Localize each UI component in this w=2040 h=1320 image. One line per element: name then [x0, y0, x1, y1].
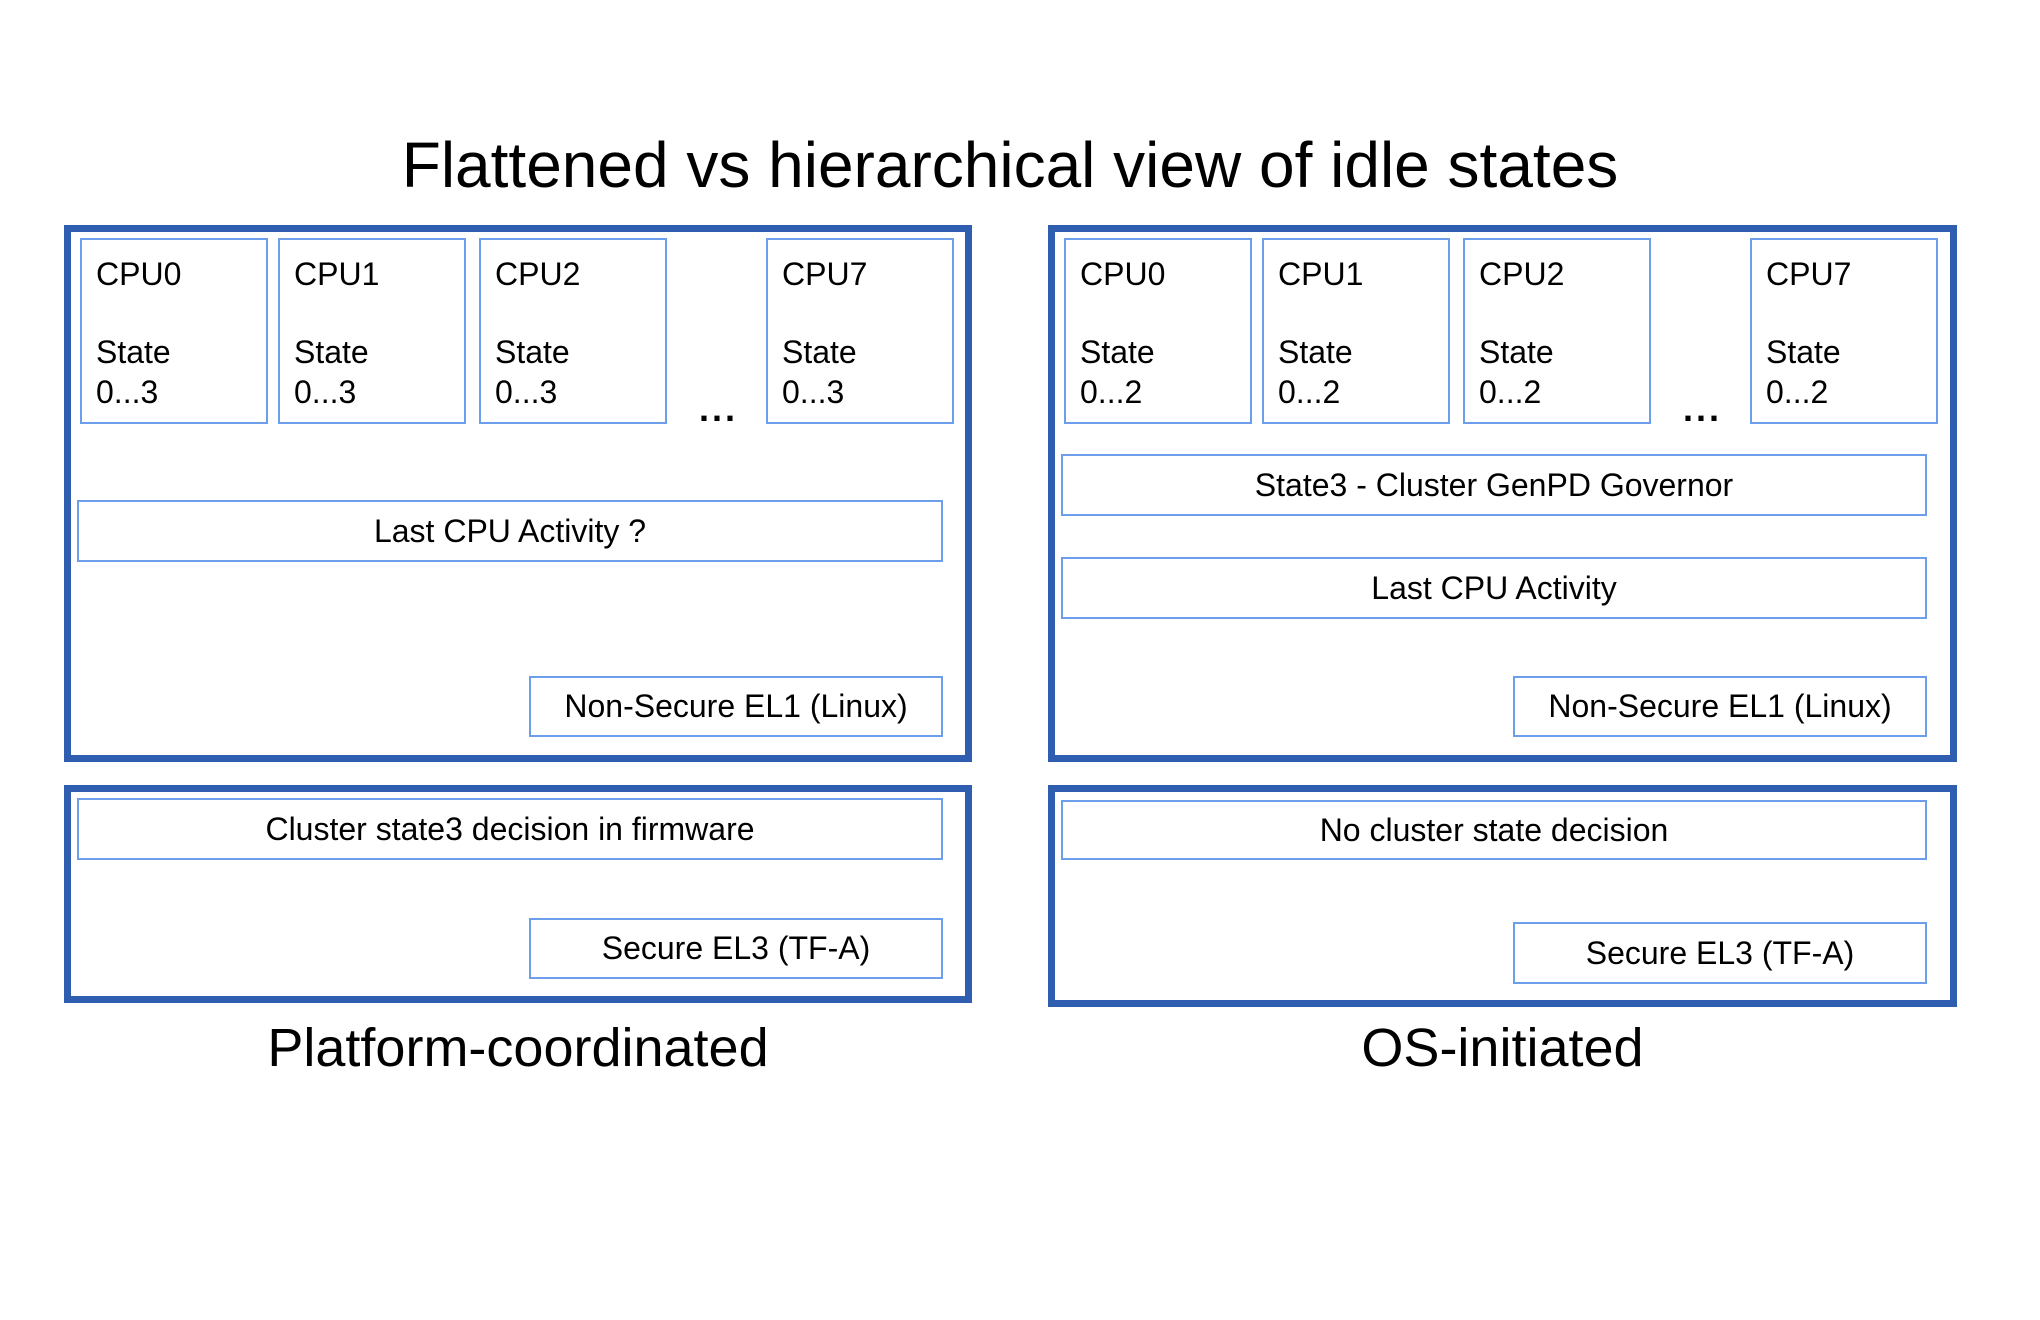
platform-coordinated-el3-panel: Cluster state3 decision in firmware Secu… [64, 785, 972, 1003]
os-initiated-el3-panel: No cluster state decision Secure EL3 (TF… [1048, 785, 1957, 1007]
cpu-state-range: 0...2 [1766, 374, 1829, 410]
cpu-state-range: 0...2 [1278, 374, 1341, 410]
page-title: Flattened vs hierarchical view of idle s… [401, 129, 1619, 201]
cluster-decision-box: No cluster state decision [1061, 800, 1927, 860]
cpu-state-label: State [1278, 334, 1353, 370]
cpu-state-range: 0...3 [495, 374, 558, 410]
cpu-state-label: State [294, 334, 369, 370]
cpu-state-range: 0...3 [294, 374, 357, 410]
cpu-name: CPU2 [495, 256, 581, 292]
non-secure-el1-box: Non-Secure EL1 (Linux) [529, 676, 943, 737]
non-secure-el1-box: Non-Secure EL1 (Linux) [1513, 676, 1927, 737]
secure-el3-box: Secure EL3 (TF-A) [1513, 922, 1927, 984]
cpu-box: CPU1 State 0...3 [278, 238, 466, 424]
cpu-name: CPU2 [1479, 256, 1565, 292]
cpu-box: CPU2 State 0...2 [1463, 238, 1651, 424]
cpu-name: CPU7 [1766, 256, 1852, 292]
cpu-state-label: State [1080, 334, 1155, 370]
cpu-box: CPU0 State 0...2 [1064, 238, 1252, 424]
cpu-box: CPU2 State 0...3 [479, 238, 667, 424]
cluster-decision-box: Cluster state3 decision in firmware [77, 798, 943, 860]
cpu-name: CPU1 [1278, 256, 1364, 292]
cpu-ellipsis: ... [1683, 388, 1723, 429]
last-cpu-activity-box: Last CPU Activity ? [77, 500, 943, 562]
cpu-state-range: 0...2 [1479, 374, 1542, 410]
cpu-state-label: State [1479, 334, 1554, 370]
os-initiated-label: OS-initiated [1361, 1018, 1644, 1078]
platform-coordinated-label: Platform-coordinated [267, 1018, 769, 1078]
last-cpu-activity-box: Last CPU Activity [1061, 557, 1927, 619]
cpu-box: CPU7 State 0...3 [766, 238, 954, 424]
cpu-box: CPU1 State 0...2 [1262, 238, 1450, 424]
cluster-genpd-governor-box: State3 - Cluster GenPD Governor [1061, 454, 1927, 516]
cpu-name: CPU7 [782, 256, 868, 292]
secure-el3-box: Secure EL3 (TF-A) [529, 918, 943, 979]
cpu-state-range: 0...2 [1080, 374, 1143, 410]
cpu-state-label: State [782, 334, 857, 370]
cpu-state-label: State [1766, 334, 1841, 370]
cpu-box: CPU0 State 0...3 [80, 238, 268, 424]
cpu-state-range: 0...3 [782, 374, 845, 410]
platform-coordinated-el1-panel: CPU0 State 0...3 CPU1 State 0...3 CPU2 S… [64, 225, 972, 762]
cpu-name: CPU0 [1080, 256, 1166, 292]
cpu-ellipsis: ... [699, 388, 739, 429]
cpu-state-label: State [495, 334, 570, 370]
cpu-state-label: State [96, 334, 171, 370]
os-initiated-el1-panel: CPU0 State 0...2 CPU1 State 0...2 CPU2 S… [1048, 225, 1957, 762]
cpu-box: CPU7 State 0...2 [1750, 238, 1938, 424]
cpu-state-range: 0...3 [96, 374, 159, 410]
cpu-name: CPU1 [294, 256, 380, 292]
cpu-name: CPU0 [96, 256, 182, 292]
